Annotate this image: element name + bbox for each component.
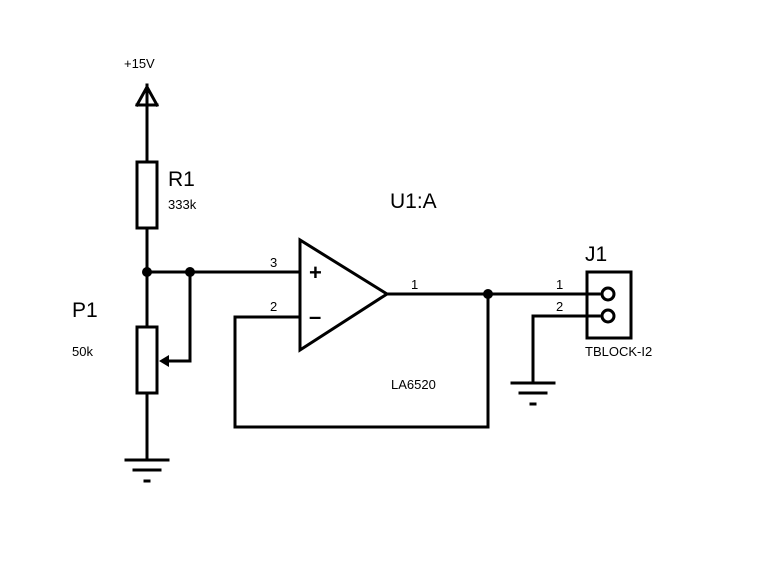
opamp-plus-symbol: + [309,260,322,285]
r1-value: 333k [168,197,197,212]
terminal-pin-1 [600,286,616,302]
u1-part: LA6520 [391,377,436,392]
ground-symbol-right [510,381,556,406]
feedback-wire [233,292,490,429]
resistor-r1 [135,160,159,230]
wiper-wire [159,270,192,367]
power-supply-symbol [134,83,160,164]
potentiometer-p1 [135,325,159,395]
j1-part: TBLOCK-I2 [585,344,652,359]
ground-symbol-left [124,458,170,483]
supply-label: +15V [124,56,155,71]
j1-ref: J1 [585,243,607,266]
pin-2-label: 2 [270,299,277,314]
u1-ref: U1:A [390,190,437,213]
pin-3-label: 3 [270,255,277,270]
pin-1-label: 1 [411,277,418,292]
wire-j1-ground [531,314,601,385]
r1-ref: R1 [168,168,195,191]
j1-pin-1-label: 1 [556,277,563,292]
terminal-block-j1 [585,270,633,340]
p1-value: 50k [72,344,93,359]
opamp-minus-symbol: – [309,304,321,329]
junction-dot-output [483,289,493,299]
p1-ref: P1 [72,299,98,322]
opamp-u1a [298,237,390,353]
j1-pin-2-label: 2 [556,299,563,314]
terminal-pin-2 [600,308,616,324]
